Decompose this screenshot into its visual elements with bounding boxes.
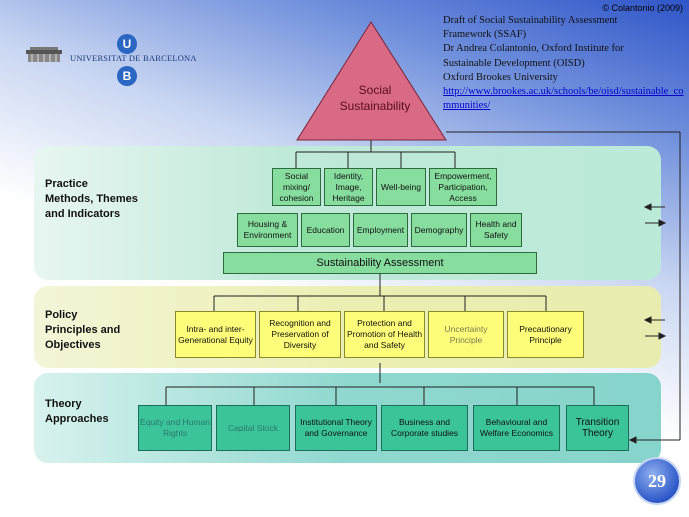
apex-triangle	[296, 21, 447, 141]
university-name: UNIVERSITAT DE BARCELONA	[70, 53, 197, 63]
policy-title-line: Objectives	[45, 339, 101, 351]
theme-box: Health and Safety	[470, 213, 522, 247]
principle-box: Recognition and Preservation of Diversit…	[259, 311, 341, 358]
principle-box: Precautionary Principle	[507, 311, 584, 358]
policy-title-line: Policy	[45, 309, 78, 321]
sustainability-assessment-box: Sustainability Assessment	[223, 252, 537, 274]
logo-letter-b: B	[117, 66, 137, 86]
practice-title-line: Methods, Themes	[45, 193, 138, 205]
theme-box: Employment	[353, 213, 408, 247]
approach-box: Behavioural and Welfare Economics	[473, 405, 560, 451]
theme-box: Education	[301, 213, 350, 247]
theme-box: Well-being	[376, 168, 426, 206]
approach-box: Institutional Theory and Governance	[295, 405, 377, 451]
policy-title-line: Principles and	[45, 324, 121, 336]
copyright-text: © Colantonio (2009)	[602, 3, 683, 13]
header-note-line: Framework (SSAF)	[443, 29, 527, 41]
theory-title-line: Approaches	[45, 413, 109, 425]
apex-label: Social Sustainability	[339, 83, 411, 113]
slide-number-badge: 29	[633, 457, 681, 505]
header-note-line: Draft of Social Sustainability Assessmen…	[443, 15, 618, 26]
theme-box: Social mixing/ cohesion	[272, 168, 321, 206]
theme-box: Housing & Environment	[237, 213, 298, 247]
principle-box: Uncertainty Principle	[428, 311, 504, 358]
theme-box: Demography	[411, 213, 467, 247]
header-note-line: Dr Andrea Colantonio, Oxford Institute f…	[443, 43, 624, 55]
principle-box: Intra- and inter- Generational Equity	[175, 311, 256, 358]
approach-box: Transition Theory	[566, 405, 629, 451]
practice-title-line: Practice	[45, 178, 88, 190]
principle-box: Protection and Promotion of Health and S…	[344, 311, 425, 358]
theory-title-line: Theory	[45, 398, 82, 410]
theme-box: Identity, Image, Heritage	[324, 168, 373, 206]
theory-title: Theory Approaches	[45, 397, 109, 427]
policy-title: Policy Principles and Objectives	[45, 308, 120, 353]
header-note: Draft of Social Sustainability Assessmen…	[443, 14, 688, 113]
university-logo: U B	[26, 30, 196, 90]
source-link[interactable]: http://www.brookes.ac.uk/schools/be/oisd…	[443, 86, 684, 112]
building-icon	[26, 47, 62, 62]
theme-box: Empowerment, Participation, Access	[429, 168, 497, 206]
approach-box: Capital Stock	[216, 405, 290, 451]
header-note-line: Oxford Brookes University	[443, 71, 558, 83]
approach-box: Equity and Human Rights	[138, 405, 212, 451]
approach-box: Business and Corporate studies	[381, 405, 468, 451]
practice-title-line: and Indicators	[45, 208, 121, 220]
practice-title: Practice Methods, Themes and Indicators	[45, 177, 138, 222]
header-note-line: Sustainable Development (OISD)	[443, 57, 585, 69]
logo-letter-u: U	[117, 34, 137, 54]
